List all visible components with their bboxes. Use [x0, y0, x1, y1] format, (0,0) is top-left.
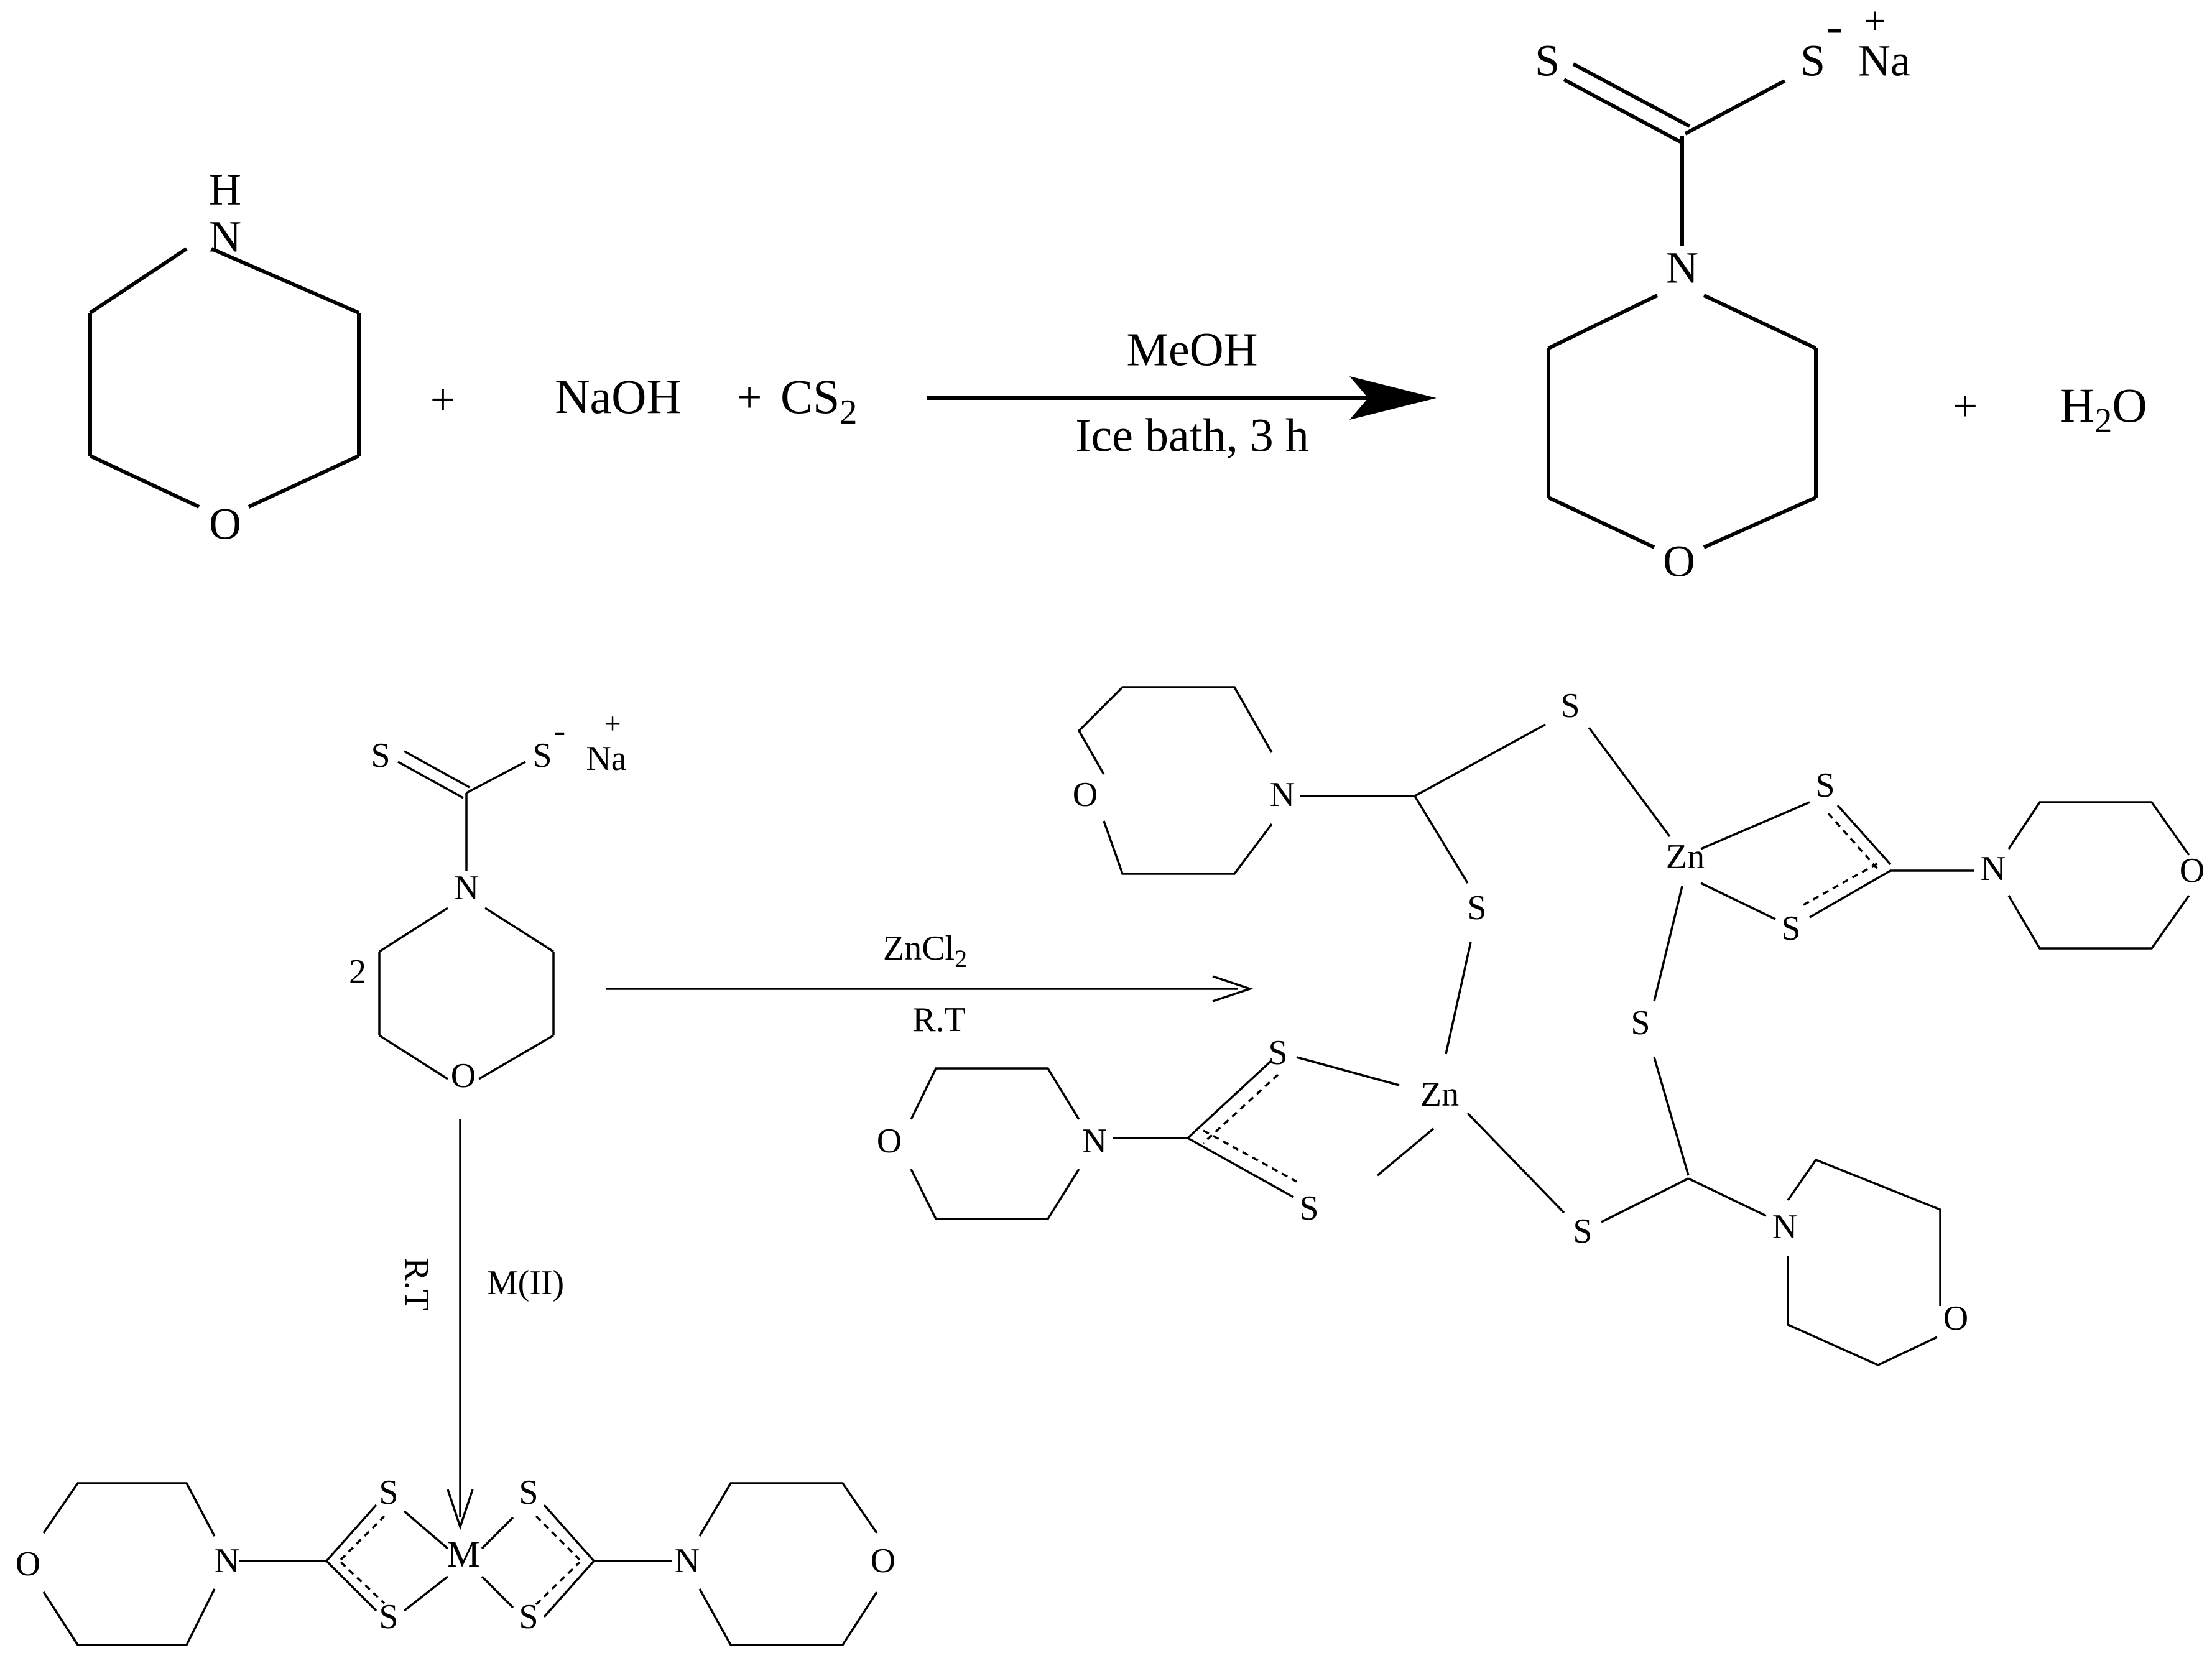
product-n-label: N	[1666, 243, 1698, 293]
morpholine-reactant: H N O	[88, 165, 361, 549]
plus-charge: +	[604, 707, 621, 740]
thiolate-s-label: S	[1800, 36, 1825, 86]
chelate-s-label: S	[1299, 1189, 1318, 1228]
morpholine-n-label: N	[1270, 776, 1295, 814]
metal-arrow	[447, 1119, 474, 1530]
product-o-label: O	[1663, 537, 1695, 586]
minus-charge: -	[554, 711, 566, 750]
bridging-s-label: S	[1573, 1212, 1592, 1251]
morpholine-o-label: O	[877, 1122, 902, 1160]
thione-s-label: S	[1535, 36, 1560, 86]
zncl2-arrow	[606, 975, 1254, 1002]
amine-h-label: H	[209, 165, 241, 215]
chelate-s-label: S	[1268, 1034, 1287, 1072]
chelate-s-label: S	[379, 1598, 398, 1636]
arrow-label-solvent: MeOH	[1126, 323, 1257, 376]
minus-charge: -	[1826, 0, 1843, 53]
stoichiometry-label: 2	[349, 953, 366, 991]
chelate-s-label: S	[379, 1473, 398, 1512]
morpholine-n-label: N	[675, 1542, 700, 1580]
morpholine-o-label: O	[16, 1545, 40, 1583]
morpholine-n-label: N	[215, 1542, 239, 1580]
chelate-s-label: S	[519, 1473, 538, 1512]
bridging-s-label: S	[1560, 687, 1580, 725]
bridging-s-label: S	[1631, 1004, 1650, 1042]
arrow-label-temperature: R.T	[397, 1257, 436, 1311]
reactant-o-label: O	[451, 1057, 476, 1095]
thiolate-s-label: S	[532, 736, 552, 775]
metal-bis-dithiocarbamate-complex: O N S S M S S N O	[16, 1473, 895, 1646]
arrow-label-conditions: Ice bath, 3 h	[1075, 409, 1309, 461]
sodium-label: Na	[586, 739, 626, 778]
zinc-atom-label: Zn	[1666, 838, 1705, 876]
arrow-label-reagent: ZnCl2	[883, 929, 967, 973]
morpholine-n-label: N	[1082, 1122, 1107, 1160]
naoh-label: NaOH	[555, 369, 682, 424]
plus-sign: +	[1953, 381, 1978, 431]
morpholine-o-label: O	[1073, 776, 1098, 814]
morpholine-o-label: O	[1943, 1299, 1968, 1338]
chelate-s-label: S	[519, 1598, 538, 1636]
chelate-s-label: S	[1781, 909, 1800, 948]
morpholine-o-label: O	[871, 1542, 895, 1580]
cs2-label: CS2	[780, 369, 857, 432]
thione-s-label: S	[371, 736, 390, 775]
water-label: H2O	[2060, 378, 2147, 440]
sodium-dithiocarbamate-product: S S - + Na N O	[1535, 0, 1910, 586]
plus-sign: +	[430, 375, 456, 425]
sodium-label: Na	[1858, 36, 1910, 86]
dithiocarbamate-salt-reactant: S S - + Na N O 2	[349, 707, 627, 1095]
arrow-label-metal: M(II)	[487, 1264, 564, 1302]
reaction-arrow	[927, 376, 1437, 420]
plus-sign: +	[737, 373, 762, 422]
amine-n-label: N	[209, 212, 241, 262]
plus-charge: +	[1864, 0, 1886, 43]
morpholine-n-label: N	[1772, 1208, 1797, 1246]
arrow-label-temperature: R.T	[912, 1001, 966, 1039]
morpholine-n-label: N	[1981, 850, 2006, 888]
zinc-atom-label: Zn	[1420, 1075, 1459, 1114]
zinc-dimer-complex: O N S S Zn S S N O S Zn S S S N O O N	[877, 686, 2205, 1366]
morpholine-o-label: O	[2180, 851, 2205, 890]
chelate-s-label: S	[1815, 766, 1835, 805]
reactant-n-label: N	[454, 869, 479, 907]
metal-atom-label: M	[447, 1534, 479, 1575]
bridging-s-label: S	[1467, 889, 1486, 927]
amine-o-label: O	[209, 499, 241, 549]
